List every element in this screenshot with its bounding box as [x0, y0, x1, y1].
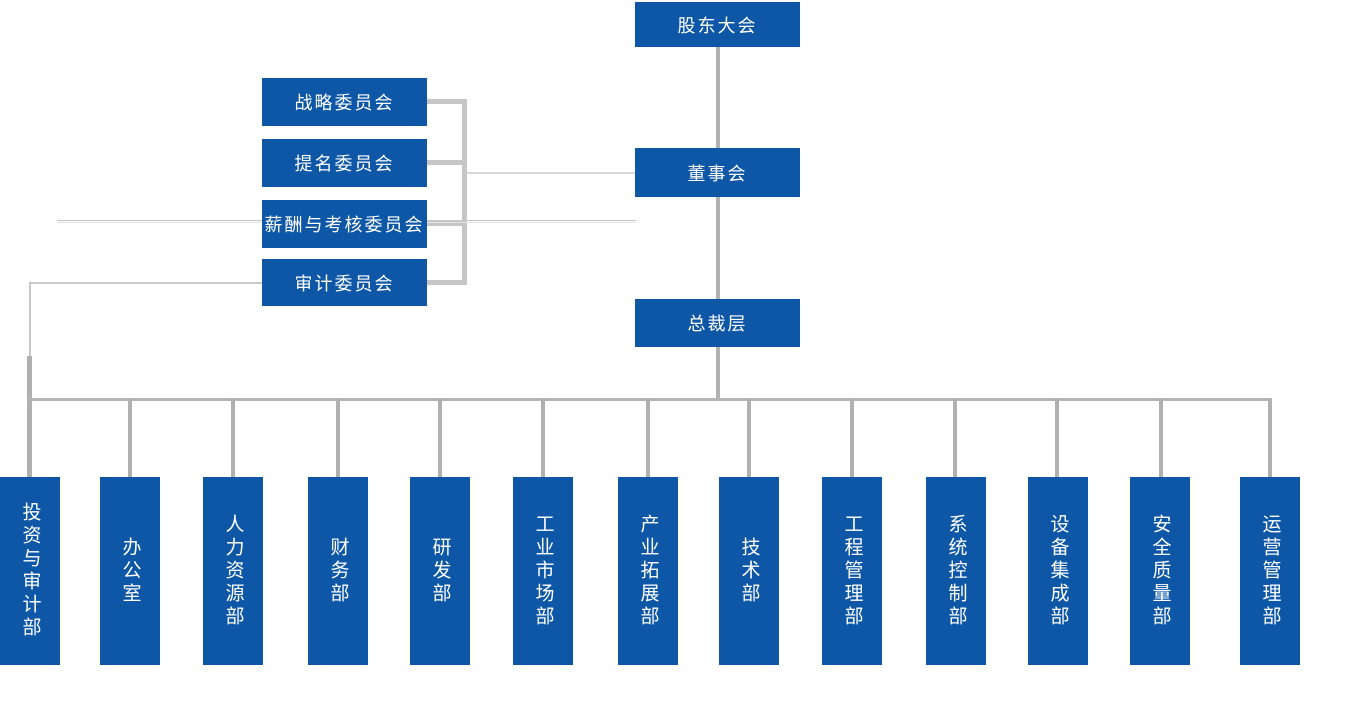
- connector-root-board: [716, 47, 720, 148]
- left-vertical-drop: [27, 356, 32, 477]
- department-drop: [646, 399, 650, 477]
- board-node: 董事会: [635, 148, 800, 197]
- president-label: 总裁层: [687, 314, 748, 334]
- department-node: 产业拓展部: [618, 477, 678, 665]
- department-label: 财务部: [327, 536, 349, 606]
- remuneration-row-line-left: [57, 220, 263, 223]
- department-drop: [747, 399, 751, 477]
- audit-left-link: [29, 282, 262, 284]
- shareholders-meeting-node: 股东大会: [635, 2, 800, 47]
- department-node: 人力资源部: [203, 477, 263, 665]
- department-drop: [850, 399, 854, 477]
- department-label: 设备集成部: [1047, 513, 1069, 629]
- department-node: 投资与审计部: [0, 477, 60, 665]
- committee-label: 战略委员会: [294, 93, 395, 113]
- committee-stub: [427, 221, 467, 226]
- remuneration-row-line-right: [427, 220, 636, 223]
- connector-board-president: [716, 197, 720, 299]
- left-vertical-line: [29, 282, 31, 400]
- department-label: 安全质量部: [1149, 513, 1171, 629]
- department-node: 研发部: [410, 477, 470, 665]
- department-drop: [541, 399, 545, 477]
- connector-president-bus: [716, 347, 720, 400]
- department-node: 技术部: [719, 477, 779, 665]
- department-label: 工程管理部: [841, 513, 863, 629]
- committee-bracket-vertical: [462, 100, 467, 284]
- department-drop: [1055, 399, 1059, 477]
- department-drop: [438, 399, 442, 477]
- department-drop: [128, 399, 132, 477]
- department-label: 产业拓展部: [637, 513, 659, 629]
- department-label: 运营管理部: [1259, 513, 1281, 629]
- department-node: 安全质量部: [1130, 477, 1190, 665]
- department-node: 工程管理部: [822, 477, 882, 665]
- department-node: 财务部: [308, 477, 368, 665]
- department-label: 人力资源部: [222, 513, 244, 629]
- department-bus-line: [28, 398, 1272, 401]
- department-drop: [231, 399, 235, 477]
- committee-node: 提名委员会: [262, 139, 427, 187]
- committee-label: 提名委员会: [294, 154, 395, 174]
- department-drop: [336, 399, 340, 477]
- committee-node: 审计委员会: [262, 259, 427, 306]
- department-label: 技术部: [738, 536, 760, 606]
- board-label: 董事会: [687, 163, 748, 184]
- department-drop: [953, 399, 957, 477]
- president-node: 总裁层: [635, 299, 800, 347]
- committee-board-link: [467, 172, 635, 174]
- department-drop: [1268, 399, 1272, 477]
- department-label: 工业市场部: [532, 513, 554, 629]
- department-label: 投资与审计部: [19, 502, 41, 640]
- department-node: 工业市场部: [513, 477, 573, 665]
- committee-stub: [427, 280, 467, 285]
- department-label: 系统控制部: [945, 513, 967, 629]
- department-label: 研发部: [429, 536, 451, 606]
- department-node: 系统控制部: [926, 477, 986, 665]
- shareholders-meeting-label: 股东大会: [677, 15, 758, 36]
- committee-label: 审计委员会: [294, 273, 395, 294]
- committee-label: 薪酬与考核委员会: [264, 215, 425, 235]
- department-node: 办公室: [100, 477, 160, 665]
- committee-stub: [427, 160, 467, 165]
- department-node: 运营管理部: [1240, 477, 1300, 665]
- department-drop: [1159, 399, 1163, 477]
- department-node: 设备集成部: [1028, 477, 1088, 665]
- department-label: 办公室: [119, 536, 141, 606]
- committee-node: 薪酬与考核委员会: [262, 200, 427, 248]
- committee-stub: [427, 99, 467, 104]
- committee-node: 战略委员会: [262, 78, 427, 126]
